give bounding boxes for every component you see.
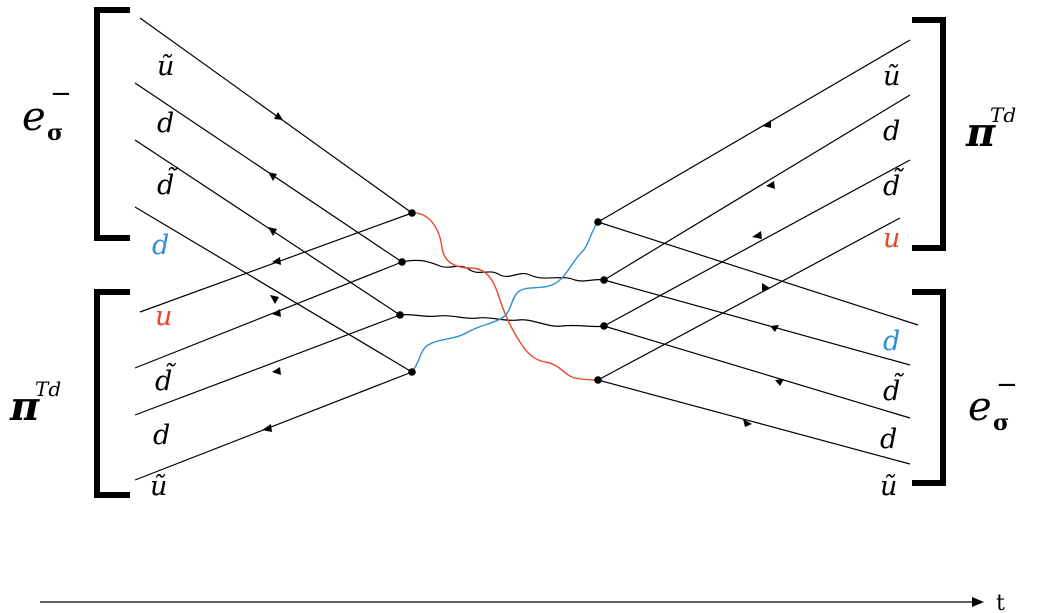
quark-label-left-8: ũ: [150, 471, 167, 502]
gluon-black-top: [401, 259, 605, 282]
quark-line-left-8: [134, 371, 413, 481]
quark-label-right-6: d̃: [883, 372, 905, 407]
quark-label-right-1: ũ: [883, 61, 900, 92]
label-e-sigma-bottom-right: e σ −: [968, 370, 1018, 436]
quark-label-right-2: d: [883, 116, 900, 147]
quark-line-left-6: [134, 261, 403, 369]
quark-label-left-3: d̃: [157, 166, 179, 201]
bracket-bottom-right: [912, 289, 946, 486]
particle-superscript: −: [996, 370, 1018, 400]
particle-superscript: Td: [990, 103, 1016, 127]
quark-label-left-5: u: [155, 301, 172, 332]
label-e-sigma-top-left: e σ −: [22, 79, 72, 146]
particle-symbol: π: [9, 383, 40, 430]
quark-label-left-2: d: [157, 108, 174, 139]
gluon-blue: [411, 221, 599, 373]
quark-label-right-3: d̃: [883, 167, 905, 202]
quark-line-right-3: [603, 159, 911, 327]
label-pi-bottom-left: π Td: [9, 377, 61, 430]
quark-label-left-1: ũ: [157, 51, 174, 82]
quark-label-right-5: d: [883, 326, 900, 357]
gluon-red: [411, 212, 599, 381]
particle-subscript: σ: [47, 120, 63, 146]
particle-symbol: e: [22, 94, 46, 140]
quark-line-left-3: [134, 139, 401, 316]
quark-line-right-8: [597, 379, 911, 465]
time-axis-label: t: [996, 591, 1005, 613]
bracket-top-left: [94, 7, 130, 241]
quark-line-right-6: [603, 279, 911, 366]
quark-line-right-1: [597, 39, 911, 223]
quark-line-left-7: [134, 314, 401, 416]
quark-line-left-4: [134, 206, 413, 373]
particle-superscript: −: [50, 79, 72, 109]
quark-label-left-7: d: [153, 420, 170, 451]
quark-line-right-5: [597, 221, 919, 326]
quark-line-right-4: [597, 217, 901, 381]
particle-symbol: π: [965, 109, 996, 156]
vertices: [396, 209, 608, 384]
time-axis-arrowhead: [972, 597, 984, 607]
quark-label-left-4: d: [152, 230, 169, 261]
particle-subscript: σ: [993, 410, 1009, 436]
gluon-black-bottom: [399, 313, 605, 328]
arrowheads: [262, 112, 784, 432]
particle-superscript: Td: [35, 377, 61, 401]
bracket-bottom-left: [94, 289, 130, 498]
quark-line-right-7: [603, 325, 911, 419]
bracket-top-right: [912, 17, 946, 251]
quark-label-left-6: d̃: [155, 362, 177, 397]
label-pi-top-right: π Td: [965, 103, 1016, 156]
particle-symbol: e: [968, 384, 992, 430]
quark-line-right-2: [603, 94, 911, 281]
quark-label-right-4: u: [883, 223, 900, 254]
quark-label-right-7: d: [880, 424, 897, 455]
quark-label-right-8: ũ: [880, 471, 897, 502]
